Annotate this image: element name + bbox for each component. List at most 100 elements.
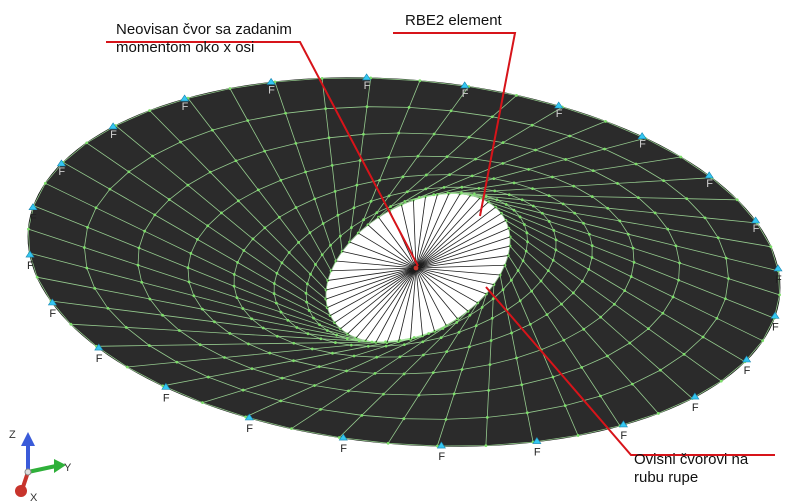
mesh-node [626, 232, 630, 236]
mesh-node [727, 277, 730, 280]
mesh-node [509, 278, 513, 282]
mesh-node [69, 322, 73, 326]
constraint-label: F [556, 108, 563, 120]
mesh-radial-line [504, 265, 579, 436]
mesh-node [244, 415, 248, 419]
mesh-radial-line [70, 323, 387, 343]
mesh-node [317, 365, 321, 369]
constraint-marker-icon [56, 159, 66, 167]
rbe2-spoke [415, 267, 435, 332]
mesh-node [127, 170, 131, 174]
mesh-node [362, 132, 365, 136]
mesh-radial-line [33, 205, 341, 330]
mesh-node [448, 173, 451, 177]
mesh-node [442, 185, 446, 189]
leader-line [393, 32, 517, 217]
mesh-node [671, 295, 675, 299]
mesh-node [552, 228, 556, 232]
mesh-node [491, 297, 495, 301]
mesh-node [629, 275, 633, 278]
mesh-node [405, 190, 409, 194]
constraint-marker-icon [244, 413, 254, 421]
rbe2-spoke [367, 224, 417, 269]
mesh-node [140, 280, 144, 284]
mesh-node [526, 240, 529, 244]
mesh-node [201, 401, 204, 404]
mesh-node [515, 93, 518, 97]
axis-z-label: Z [9, 429, 16, 441]
mesh-node [495, 198, 499, 202]
mesh-node [375, 211, 379, 215]
callout-independent-node-line-2: momentom oko x osi [116, 39, 255, 56]
mesh-node [246, 119, 250, 122]
rbe2-spoke [386, 267, 417, 343]
mesh-node [630, 382, 634, 386]
mesh-node [308, 231, 312, 235]
constraint-marker-icon [554, 101, 564, 109]
axis-z-arrowhead-icon [21, 432, 35, 446]
rbe2-spoke [327, 267, 417, 309]
mesh-radial-line [505, 220, 746, 363]
mesh-node [27, 227, 30, 231]
constraint-label: F [775, 274, 782, 286]
mesh-radial-line [387, 302, 479, 444]
rbe2-spoke [340, 267, 417, 330]
mesh-node [576, 434, 580, 437]
mesh-node [587, 268, 591, 271]
mesh-node [387, 155, 391, 159]
mesh-node [563, 404, 567, 408]
mesh-node [418, 79, 422, 83]
mesh-node [397, 131, 401, 135]
mesh-node [507, 193, 511, 197]
mesh-node [186, 266, 190, 270]
mesh-node [492, 177, 496, 181]
mesh-radial-line [401, 121, 606, 206]
rbe2-spoke [415, 193, 450, 269]
mesh-node [151, 154, 154, 158]
mesh-node [467, 345, 471, 349]
mesh-radial-line [507, 255, 621, 427]
mesh-node [573, 211, 577, 215]
mesh-node [501, 288, 505, 292]
mesh-node [417, 393, 421, 397]
mesh-node [232, 284, 236, 288]
mesh-node [334, 341, 337, 344]
mesh-node [324, 107, 328, 111]
constraint-marker-icon [704, 171, 714, 179]
mesh-node [477, 186, 481, 190]
mesh-node [236, 261, 239, 264]
constraint-marker-icon [460, 81, 470, 89]
mesh-node [124, 326, 128, 329]
mesh-radial-line [321, 78, 343, 252]
mesh-node [330, 164, 334, 167]
mesh-node [382, 392, 385, 396]
mesh-node [153, 213, 157, 217]
mesh-node [703, 216, 707, 220]
mesh-node [590, 195, 594, 198]
mesh-node [431, 371, 435, 375]
mesh-node [534, 148, 537, 152]
mesh-node [401, 175, 405, 179]
mesh-radial-line [508, 227, 722, 382]
mesh-node [724, 256, 728, 260]
rbe2-spoke [325, 267, 417, 300]
mesh-node [662, 179, 665, 183]
mesh-node [421, 340, 425, 344]
mesh-node [769, 245, 773, 249]
mesh-node [455, 320, 459, 324]
leader-line [106, 41, 419, 267]
mesh-node [735, 198, 739, 202]
mesh-node [487, 388, 491, 392]
mesh-node [531, 204, 535, 208]
mesh-node [236, 199, 240, 203]
mesh-node [360, 413, 364, 417]
callout-rbe2-element: RBE2 element [405, 12, 502, 30]
mesh-node [512, 208, 516, 212]
rbe2-spoke [415, 255, 509, 269]
mesh-node [279, 178, 283, 182]
independent-node [413, 265, 419, 271]
mesh-node [305, 300, 309, 304]
constraint-label: F [620, 430, 627, 442]
mesh-radial-line [339, 310, 469, 438]
